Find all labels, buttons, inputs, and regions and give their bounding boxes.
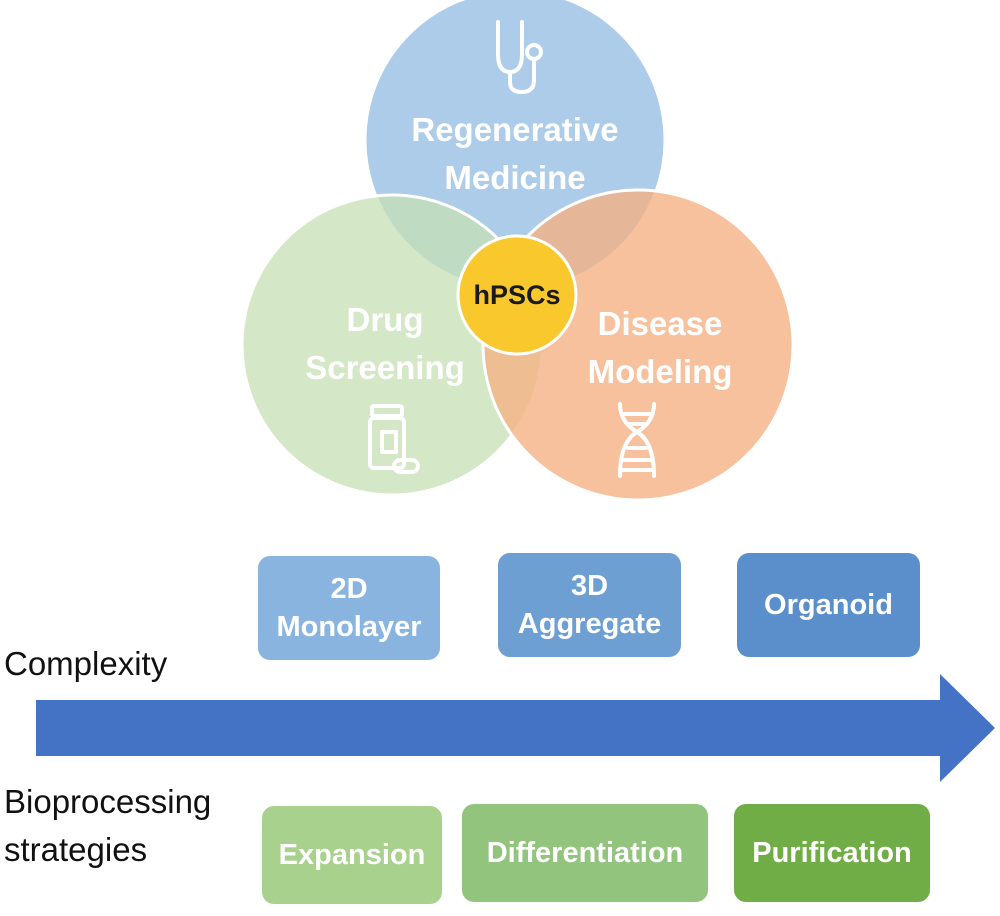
box-purification: Purification — [734, 804, 930, 902]
drug-screening-label: Drug Screening — [305, 301, 465, 386]
hpscs-label: hPSCs — [473, 279, 561, 310]
hpscs-circle — [456, 234, 578, 356]
complexity-label: Complexity — [4, 645, 168, 682]
disease-modeling-label: Disease Modeling — [587, 305, 733, 390]
bioprocessing-label: Bioprocessing strategies — [4, 783, 212, 868]
box-expansion: Expansion — [262, 806, 442, 904]
dna-icon — [618, 402, 656, 478]
box-differentiation: Differentiation — [462, 804, 708, 902]
complexity-arrow — [36, 674, 995, 782]
venn-diagram — [240, 0, 795, 502]
pill-bottle-icon — [368, 404, 420, 474]
regenerative-medicine-label: Regenerative Medicine — [411, 111, 619, 196]
box-3d-aggregate: 3D Aggregate — [498, 553, 681, 657]
box-2d-monolayer: 2D Monolayer — [258, 556, 440, 660]
stethoscope-icon — [496, 20, 543, 95]
arrow-shape — [36, 674, 995, 782]
box-organoid: Organoid — [737, 553, 920, 657]
